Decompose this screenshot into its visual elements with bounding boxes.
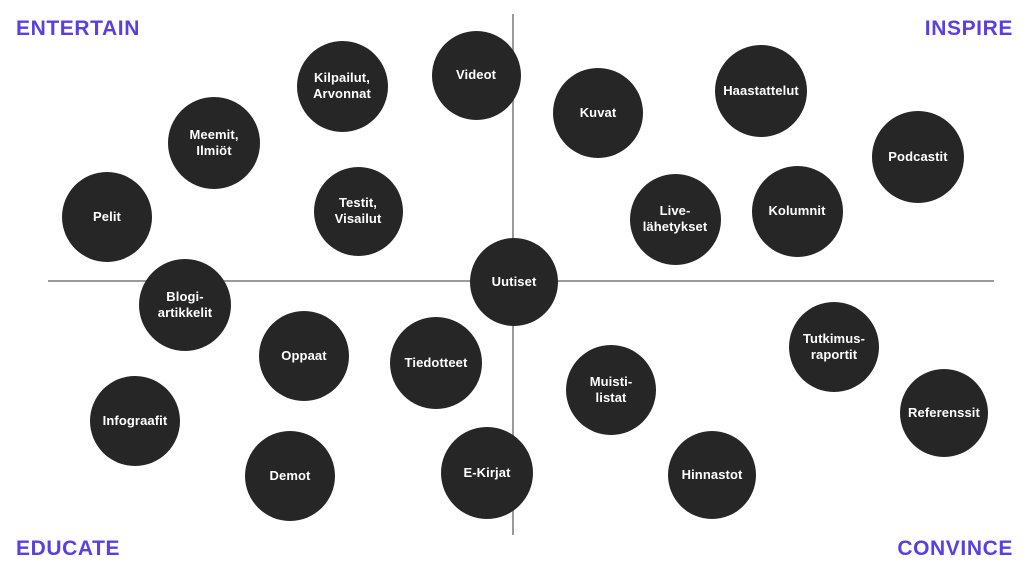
content-bubble-label: Tiedotteet	[404, 355, 468, 371]
content-bubble[interactable]: Meemit, Ilmiöt	[168, 97, 260, 189]
content-bubble[interactable]: Tutkimus- raportit	[789, 302, 879, 392]
content-bubble-label: Blogi- artikkelit	[157, 289, 213, 320]
content-bubble[interactable]: Testit, Visailut	[313, 166, 403, 256]
content-bubble[interactable]: Oppaat	[259, 311, 349, 401]
content-bubble-label: Testit, Visailut	[334, 195, 382, 226]
content-bubble[interactable]: Tiedotteet	[390, 317, 482, 409]
content-bubble[interactable]: Podcastit	[872, 111, 964, 203]
content-bubble[interactable]: Kuvat	[553, 68, 643, 158]
content-bubble[interactable]: Videot	[431, 30, 521, 120]
content-bubble-label: Haastattelut	[723, 83, 799, 99]
content-bubble[interactable]: E-Kirjat	[441, 427, 533, 519]
quadrant-label-educate: EDUCATE	[16, 537, 121, 560]
content-bubble[interactable]: Muisti- listat	[566, 345, 656, 435]
content-bubble[interactable]: Hinnastot	[668, 431, 756, 519]
content-bubble-label: Oppaat	[281, 348, 327, 364]
content-bubble[interactable]: Live- lähetykset	[629, 173, 721, 265]
content-bubble[interactable]: Kilpailut, Arvonnat	[296, 40, 388, 132]
content-bubble-label: Tutkimus- raportit	[802, 331, 866, 362]
content-bubble-label: Kilpailut, Arvonnat	[313, 70, 371, 101]
content-bubble-label: Demot	[269, 468, 311, 484]
content-bubble[interactable]: Infograafit	[90, 376, 180, 466]
content-bubble[interactable]: Haastattelut	[715, 45, 807, 137]
content-bubble-label: Meemit, Ilmiöt	[189, 127, 239, 158]
content-bubble-label: Hinnastot	[681, 467, 743, 483]
content-bubble[interactable]: Demot	[245, 431, 335, 521]
content-bubble-label: Infograafit	[102, 413, 168, 429]
content-bubble-label: E-Kirjat	[463, 465, 511, 481]
content-bubble-label: Kolumnit	[768, 203, 826, 219]
content-bubble[interactable]: Pelit	[62, 172, 152, 262]
content-bubble-label: Referenssit	[908, 405, 980, 421]
content-bubble-label: Podcastit	[888, 149, 948, 165]
content-bubble[interactable]: Kolumnit	[751, 165, 843, 257]
quadrant-label-entertain: ENTERTAIN	[16, 17, 141, 40]
content-bubble[interactable]: Blogi- artikkelit	[139, 259, 231, 351]
content-bubble-label: Live- lähetykset	[642, 203, 708, 234]
quadrant-label-convince: CONVINCE	[897, 537, 1013, 560]
content-bubble-label: Kuvat	[579, 105, 617, 121]
content-bubble-label: Uutiset	[491, 274, 537, 290]
content-bubble-label: Videot	[455, 67, 497, 83]
content-bubble-label: Pelit	[93, 209, 121, 225]
content-bubble[interactable]: Referenssit	[900, 369, 988, 457]
content-bubble[interactable]: Uutiset	[470, 238, 558, 326]
quadrant-label-inspire: INSPIRE	[924, 17, 1013, 40]
content-bubble-label: Muisti- listat	[589, 374, 633, 405]
